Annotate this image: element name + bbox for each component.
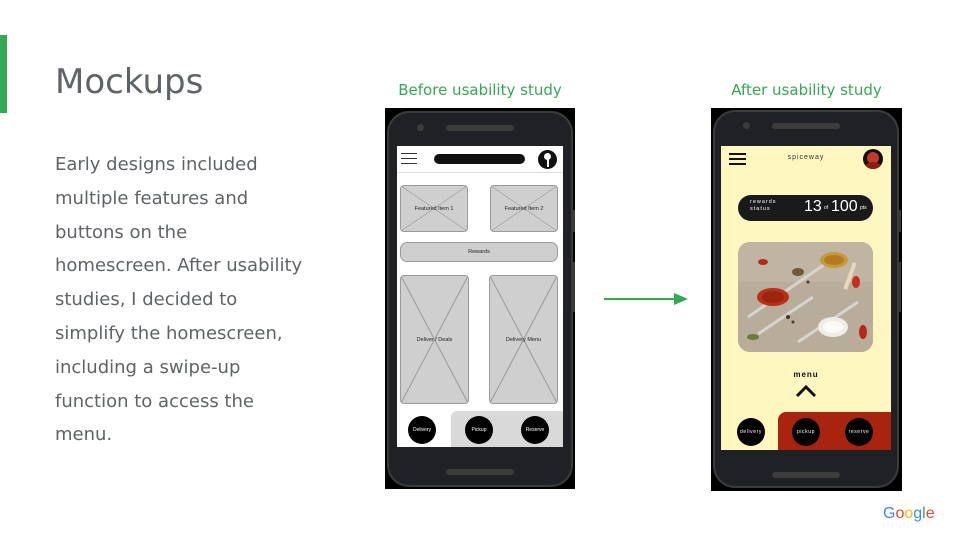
right-arrow-icon [604,293,688,305]
after-screen: spiceway rewards status 13 of 100 pts [721,146,891,450]
rewards-label: Rewards [468,249,490,255]
side-button [572,262,575,312]
reserve-nav-button[interactable]: Reserve [521,416,549,444]
rewards-label-line1: rewards [750,199,777,205]
search-bar[interactable] [434,154,525,164]
rewards-separator: of [824,205,829,211]
featured-item-1-card[interactable]: Featured Item 1 [400,185,468,232]
google-logo: Google [883,505,935,523]
slide-body-text: Early designs included multiple features… [55,154,303,446]
delivery-deals-label: Deliver / Deals [416,336,453,343]
speaker-grille [446,125,514,131]
caption-after: After usability study [731,81,882,99]
camera-icon [743,122,750,129]
logo-letter: o [895,505,905,522]
featured-item-2-card[interactable]: Featured Item 2 [490,185,558,232]
logo-letter: o [904,505,914,522]
delivery-menu-panel[interactable]: Delivery Menu [489,275,558,404]
delivery-menu-label: Delivery Menu [505,336,542,343]
speaker-grille [772,123,840,129]
logo-letter: e [925,505,935,522]
accent-bar [0,35,7,113]
before-screen: Featured Item 1 Featured Item 2 Rewards … [397,146,563,447]
menu-swipe-label[interactable]: menu [793,370,819,379]
chevron-up-icon[interactable] [795,384,817,398]
hamburger-icon[interactable] [401,153,417,164]
camera-icon [417,124,424,131]
profile-avatar-icon[interactable] [863,149,883,169]
side-button [898,210,901,232]
pickup-nav-button[interactable]: Pickup [465,416,493,444]
pickup-nav-button[interactable]: pickup [792,418,820,446]
rewards-status-pill[interactable]: rewards status 13 of 100 pts [738,195,873,221]
side-button [572,210,575,232]
profile-avatar-icon[interactable] [538,150,557,169]
delivery-deals-panel[interactable]: Deliver / Deals [400,275,469,404]
slide-title: Mockups [55,62,204,102]
speaker-grille-bottom [446,469,514,475]
reserve-nav-button[interactable]: reserve [845,418,873,446]
speaker-grille-bottom [772,472,840,478]
rewards-unit: pts [860,205,867,211]
rewards-label-line2: status [750,206,771,212]
rewards-current-value: 13 [804,198,822,215]
spices-photo [738,242,873,352]
side-button [898,262,901,312]
delivery-nav-button[interactable]: delivery [737,418,765,446]
featured-item-2-label: Featured Item 2 [504,205,544,212]
rewards-target-value: 100 [831,198,858,215]
featured-item-1-label: Featured Item 1 [414,205,454,212]
logo-letter: G [883,505,896,522]
rewards-button[interactable]: Rewards [400,242,558,262]
app-name: spiceway [787,154,825,161]
hamburger-icon[interactable] [729,153,746,165]
caption-before: Before usability study [398,81,562,99]
logo-letter: l [922,505,926,522]
logo-letter: g [913,505,923,522]
delivery-nav-button[interactable]: Delivery [408,416,436,444]
